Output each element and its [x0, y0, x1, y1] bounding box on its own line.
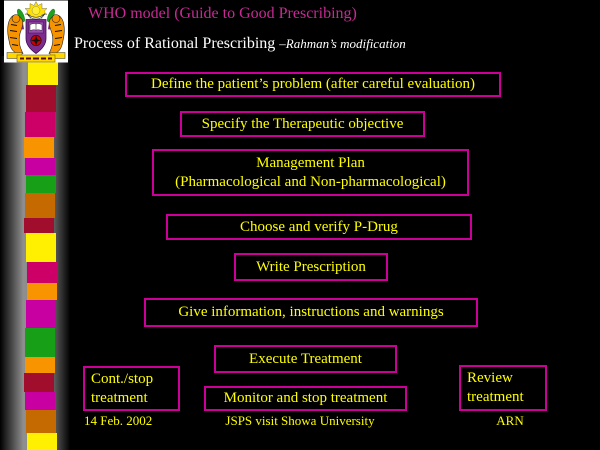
step-label: Define the patient’s problem (after care…	[150, 76, 476, 92]
strip-block	[24, 373, 54, 392]
crescent-icon	[26, 13, 46, 20]
strip-block	[26, 85, 56, 112]
tiger-right	[48, 14, 65, 54]
tiger-left	[7, 14, 24, 54]
step-label: Write Prescription	[256, 258, 366, 275]
step-management-plan: Management Plan (Pharmacological and Non…	[152, 149, 469, 196]
strip-block	[26, 300, 56, 328]
subtitle-modification: –Rahman’s modification	[279, 36, 406, 51]
strip-block	[26, 410, 56, 433]
step-label: Specify the Therapeutic objective	[201, 115, 404, 132]
subtitle-main: Process of Rational Prescribing	[74, 35, 280, 52]
step-label: Give information, instructions and warni…	[178, 304, 444, 320]
strip-block	[24, 218, 54, 233]
step-label-line1: Review	[467, 370, 513, 386]
footer-date: 14 Feb. 2002	[84, 413, 153, 428]
step-give-information: Give information, instructions and warni…	[144, 298, 478, 327]
step-write-prescription: Write Prescription	[234, 253, 388, 281]
step-label: Choose and verify P-Drug	[240, 218, 398, 235]
strip-block	[25, 158, 55, 175]
strip-block	[27, 283, 57, 300]
step-label: Execute Treatment	[249, 350, 362, 367]
step-label-line1: Cont./stop	[91, 370, 154, 387]
shield	[25, 19, 47, 54]
step-label: Monitor and stop treatment	[223, 390, 388, 406]
strip-block	[25, 328, 55, 357]
strip-block	[27, 262, 57, 283]
step-label-line2: treatment	[467, 389, 524, 405]
slide-title: WHO model (Guide to Good Prescribing)	[88, 5, 357, 22]
footer-venue: JSPS visit Showa University	[225, 413, 375, 428]
strip-block	[24, 137, 54, 158]
step-label-line2: treatment	[91, 389, 148, 406]
step-execute-treatment: Execute Treatment	[214, 345, 397, 373]
strip-block	[25, 392, 55, 410]
step-monitor-stop-treatment: Monitor and stop treatment	[204, 386, 407, 411]
step-label-line1: Management Plan	[256, 154, 365, 171]
step-cont-stop-treatment: Cont./stop treatment	[83, 366, 180, 411]
strip-block	[25, 112, 55, 137]
color-strip	[24, 58, 58, 450]
strip-block	[26, 233, 56, 262]
step-label-line2: (Pharmacological and Non-pharmacological…	[175, 173, 446, 190]
strip-block	[26, 175, 56, 193]
step-define-problem: Define the patient’s problem (after care…	[125, 72, 501, 97]
strip-block	[25, 193, 55, 218]
footer-initials: ARN	[496, 413, 524, 428]
slide-subtitle: Process of Rational Prescribing –Rahman’…	[74, 35, 406, 53]
step-review-treatment: Review treatment	[459, 365, 547, 411]
step-choose-pdrug: Choose and verify P-Drug	[166, 214, 472, 240]
step-specify-objective: Specify the Therapeutic objective	[180, 111, 425, 137]
strip-block	[27, 433, 57, 450]
banner-text-marks	[20, 57, 52, 60]
strip-block	[25, 357, 55, 373]
coat-of-arms-emblem	[4, 0, 68, 63]
